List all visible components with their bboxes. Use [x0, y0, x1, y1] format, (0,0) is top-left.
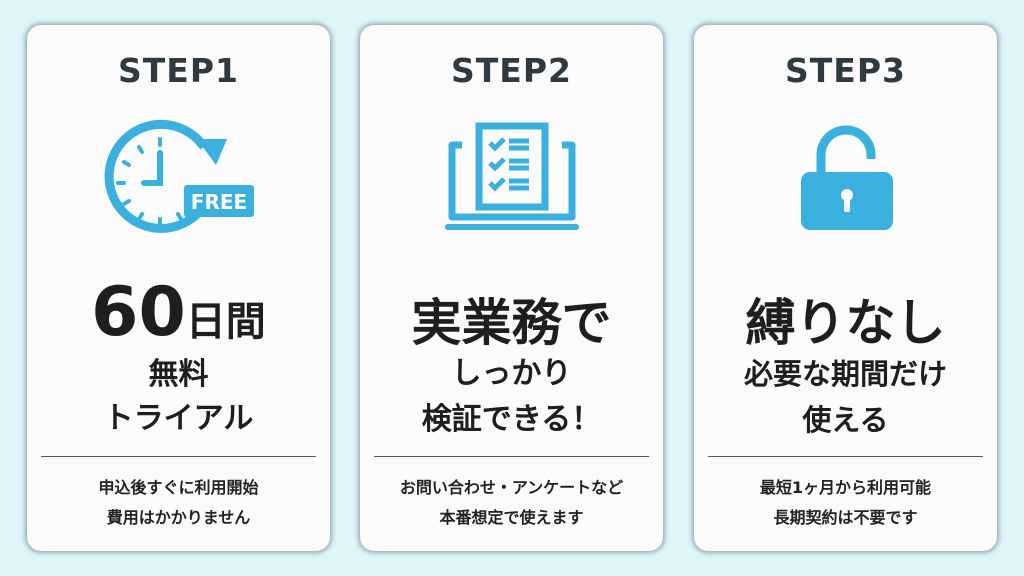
step-label: STEP3	[785, 51, 906, 90]
step-card-3: STEP3 縛りなし 必要な期間だけ使える 最短1ヶ月から利用可能長期契約は不要…	[694, 25, 997, 551]
step-label: STEP2	[451, 51, 572, 90]
note: 申込後すぐに利用開始費用はかかりません	[98, 478, 259, 527]
headline: 実業務で	[411, 294, 612, 352]
free-label: FREE	[190, 190, 246, 214]
divider	[374, 456, 649, 457]
note: 最短1ヶ月から利用可能長期契約は不要です	[759, 478, 932, 527]
unlocked-padlock-icon	[800, 125, 893, 230]
laptop-checklist-icon	[444, 122, 579, 230]
divider	[41, 456, 316, 457]
step-label: STEP1	[118, 51, 239, 90]
note: お問い合わせ・アンケートなど本番想定で使えます	[399, 478, 624, 527]
step-card-1: STEP1 FREE 60日間 無料トライアル 申込後すぐに利用開始費用はかかり…	[27, 25, 330, 551]
subheadline: 無料トライアル	[103, 357, 254, 436]
subheadline: 必要な期間だけ使える	[743, 357, 947, 437]
divider	[708, 456, 983, 457]
step-card-2: STEP2 実業務で しっかり検証できる！ お問い合わせ・アンケートなど本番想定…	[360, 25, 663, 551]
subheadline: しっかり検証できる！	[421, 356, 602, 437]
clock-free-icon: FREE	[104, 119, 254, 233]
headline: 60日間	[91, 273, 266, 352]
headline: 縛りなし	[745, 294, 946, 352]
